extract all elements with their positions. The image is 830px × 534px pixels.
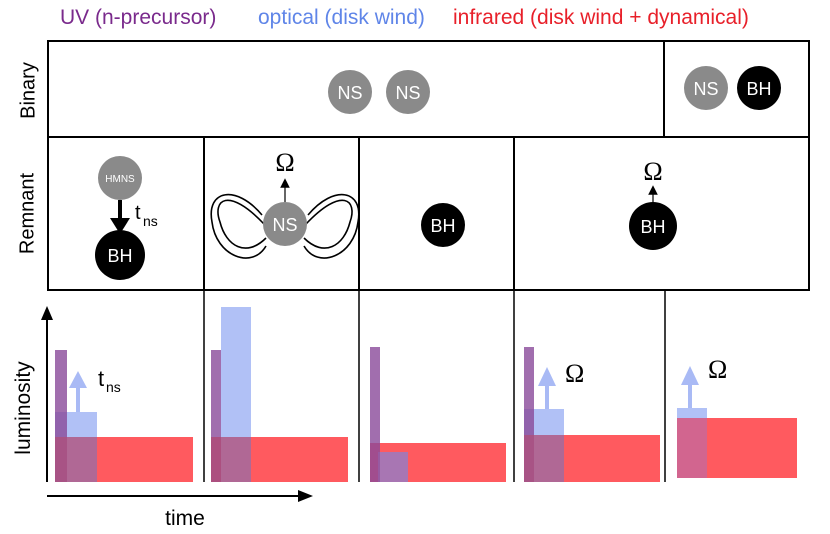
binary-bh: BH	[737, 66, 781, 110]
remnant-hmns: HMNS	[98, 156, 142, 200]
remnant-bh-2: BH	[421, 203, 465, 247]
remnant-box	[47, 136, 810, 291]
tns-label-plot: t	[98, 366, 104, 391]
panel-4: Ω	[524, 347, 660, 482]
panel-3	[370, 347, 506, 482]
svg-text:HMNS: HMNS	[105, 174, 135, 185]
omega-plot-5: Ω	[708, 355, 727, 384]
svg-text:NS: NS	[395, 83, 420, 103]
panel-5: Ω	[677, 355, 797, 478]
lightcurve-row: t ns Ω	[12, 291, 797, 530]
binary-ns-3: NS	[684, 66, 728, 110]
svg-text:NS: NS	[693, 79, 718, 99]
remnant-ns: NS	[263, 202, 307, 246]
svg-text:BH: BH	[107, 246, 132, 266]
binary-ns-2: NS	[386, 70, 430, 114]
omega-remnant-ns: Ω	[275, 148, 294, 177]
svg-text:ns: ns	[143, 213, 158, 229]
legend-infrared: infrared (disk wind + dynamical)	[453, 6, 749, 29]
remnant-bh-spinning: BH	[629, 202, 677, 250]
panel-1: t ns	[55, 350, 193, 482]
x-axis-label: time	[165, 507, 205, 530]
omega-plot-4: Ω	[565, 359, 584, 388]
svg-text:BH: BH	[746, 79, 771, 99]
svg-text:NS: NS	[337, 83, 362, 103]
panel-2	[211, 307, 348, 482]
magnetar-field-lines	[210, 193, 360, 259]
remnant-bh-1: BH	[95, 230, 145, 280]
legend-uv: UV (n-precursor)	[60, 6, 217, 29]
tns-label-remnant: t	[135, 202, 141, 224]
legend-optical: optical (disk wind)	[258, 6, 425, 29]
y-axis-label: luminosity	[12, 361, 35, 455]
remnant-row: HMNS t ns BH NS Ω BH BH	[47, 136, 810, 291]
svg-text:BH: BH	[430, 216, 455, 236]
binary-ns-1: NS	[328, 70, 372, 114]
svg-text:NS: NS	[272, 215, 297, 235]
omega-remnant-bh: Ω	[643, 157, 662, 186]
binary-row: NS NS NS BH	[47, 40, 810, 138]
svg-text:BH: BH	[640, 217, 665, 237]
svg-text:ns: ns	[106, 379, 121, 395]
